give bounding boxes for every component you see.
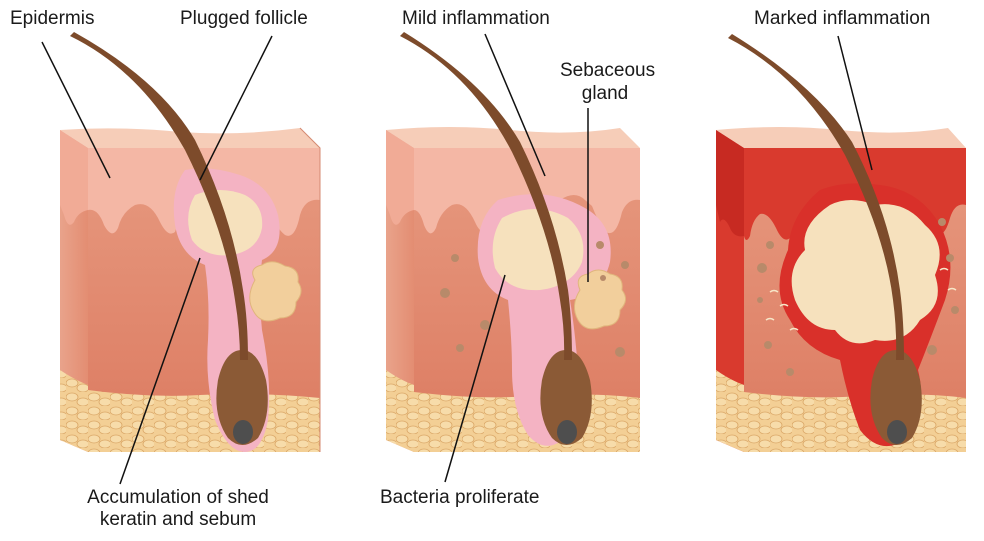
- panel-plugged-follicle: [60, 32, 320, 452]
- label-accumulation-line1: Accumulation of shed: [60, 487, 296, 509]
- label-marked-inflammation: Marked inflammation: [754, 8, 930, 30]
- dermal-papilla: [557, 420, 577, 444]
- dermal-papilla: [233, 420, 253, 444]
- sebaceous-gland: [574, 270, 625, 329]
- label-sebaceous-line1: Sebaceous: [560, 60, 650, 82]
- label-bacteria-proliferate: Bacteria proliferate: [380, 487, 539, 509]
- label-accumulation-line2: keratin and sebum: [60, 509, 296, 531]
- fat-layer-front: [88, 390, 320, 452]
- panel-marked-inflammation: [716, 34, 966, 452]
- sebaceous-gland: [250, 262, 301, 321]
- label-plugged-follicle: Plugged follicle: [180, 8, 308, 30]
- label-epidermis: Epidermis: [10, 8, 94, 30]
- label-mild-inflammation: Mild inflammation: [402, 8, 550, 30]
- dermal-papilla: [887, 420, 907, 444]
- keratin-plug: [493, 209, 584, 290]
- inflamed-left: [716, 130, 744, 236]
- pustule: [792, 200, 940, 343]
- label-sebaceous-line2: gland: [560, 83, 650, 105]
